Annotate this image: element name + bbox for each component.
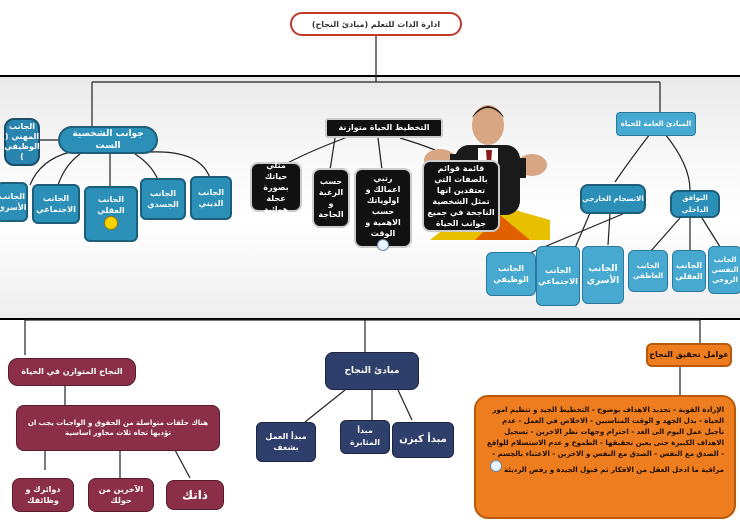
personality-item-family: الجانب الأسري	[0, 182, 28, 222]
smiley-icon	[104, 216, 118, 230]
personality-item-professional: الجانب المهني ( الوظيفي )	[4, 118, 40, 166]
balanced-life-item-3: حسب الرغبة و الحاجة	[312, 168, 350, 228]
external-item-family: الجانب الأسري	[582, 246, 624, 304]
success-factors-text: الإرادة القوية - تحديد الاهداف بوضوح - ا…	[486, 406, 724, 474]
personality-item-religious: الجانب الديني	[190, 176, 232, 220]
personality-item-physical: الجانب الجسدي	[140, 178, 186, 220]
clock-icon	[489, 460, 502, 472]
clock-icon	[377, 239, 389, 251]
principle-kaizen: مبدأ كيزن	[392, 422, 454, 458]
balanced-success-circles: دوائرك و وظائفك	[12, 478, 74, 512]
principle-perseverance: مبدأ المثابرة	[340, 420, 390, 454]
external-harmony: الانسجام الخارجي	[580, 184, 646, 214]
balanced-life-item-4: مثلي حياتك بصورة عجلة هوائية	[250, 161, 302, 214]
internal-harmony: التوافق الداخلي	[670, 190, 720, 218]
balanced-life-item-2-text: رتبي اعمالك و اولوياتك حسب الاهمية و الو…	[365, 174, 401, 238]
personality-item-mental: الجانب العقلي	[84, 186, 138, 242]
page-title: ادارة الذات للتعلم (مبادئ النجاح)	[290, 12, 462, 36]
success-factors-header: عوامل تحقيق النجاح	[646, 343, 732, 367]
balanced-life-item-1: قائمة قوائم بالصفات التي تعتقدين انها تم…	[422, 160, 500, 232]
balanced-life-header: التخطيط الحياة متوازنة	[325, 118, 443, 138]
internal-item-spiritual: الجانب النفسي الروحي	[708, 246, 740, 294]
balanced-success-header: النجاح المتوازن في الحياة	[8, 358, 136, 386]
balanced-success-desc: هناك حلقات متواصلة من الحقوق و الواجبات …	[16, 405, 220, 451]
internal-item-emotional: الجانب العاطفي	[628, 250, 668, 292]
external-item-social: الجانب الاجتماعي	[536, 246, 580, 306]
principle-passion: مبدأ العمل بشغف	[256, 422, 316, 462]
personality-header: جوانب الشخصية الست	[58, 126, 158, 154]
balanced-life-item-2: رتبي اعمالك و اولوياتك حسب الاهمية و الو…	[354, 168, 412, 251]
success-principles-header: مبادئ النجاح	[325, 352, 419, 390]
personality-item-social: الجانب الاجتماعي	[32, 184, 80, 224]
success-factors-box: الإرادة القوية - تحديد الاهداف بوضوح - ا…	[474, 395, 736, 519]
balanced-success-self: ذاتك	[166, 480, 224, 510]
external-item-professional: الجانب الوظيفي	[486, 252, 536, 296]
personality-item-mental-text: الجانب العقلي	[97, 195, 125, 215]
internal-item-mental: الجانب العقلي	[672, 250, 706, 292]
balanced-success-others: الآخرين من حولك	[88, 478, 154, 512]
life-principles-header: المبادئ العامة للحياة	[616, 112, 696, 136]
